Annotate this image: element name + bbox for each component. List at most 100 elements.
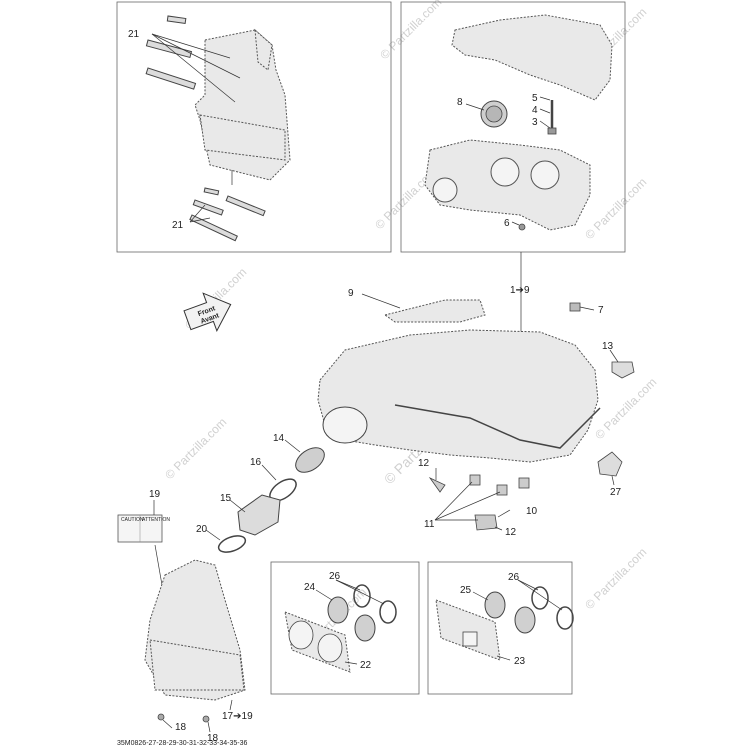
decal-label: CAUTION ATTENTION 19 <box>117 489 170 586</box>
drawing-code: 35M0826-27-28-29-30-31-32-33-34-35-36 <box>117 740 247 747</box>
inset-bottom-middle: 24 26 22 <box>270 561 420 695</box>
callout-8: 8 <box>457 97 463 108</box>
clip <box>496 484 508 496</box>
front-arrow: Front Avant <box>183 292 232 333</box>
inset-frame <box>116 1 392 253</box>
screw <box>202 715 210 723</box>
leader-line <box>517 579 539 591</box>
watermark: © Partzilla.com <box>162 415 229 482</box>
leader-line <box>609 349 619 363</box>
intake-port <box>490 157 520 187</box>
plate-hole <box>462 631 478 647</box>
intake-port <box>530 160 560 190</box>
leader-line <box>361 293 401 309</box>
intake-opening <box>322 406 368 444</box>
callout-12: 12 <box>505 527 517 538</box>
callout-11: 11 <box>424 519 435 530</box>
leader-line <box>151 33 236 103</box>
inset-frame <box>400 1 626 253</box>
callout-26: 26 <box>329 571 341 582</box>
watermark: © Partzilla.com <box>582 175 649 242</box>
callout-27: 27 <box>610 487 622 498</box>
plate-hole <box>317 633 343 663</box>
o-ring <box>217 535 247 553</box>
airbox-lower-shell <box>199 114 286 161</box>
callout-17-to-19: 17➔19 <box>222 711 253 722</box>
leader-line <box>539 120 551 129</box>
leader-line <box>284 439 301 453</box>
clamp-ring <box>531 586 549 610</box>
callout-6: 6 <box>504 218 510 229</box>
callout-7: 7 <box>598 305 604 316</box>
bracket <box>611 361 635 379</box>
callout-12: 12 <box>418 458 430 469</box>
airbox-main-body <box>317 329 599 463</box>
rubber-boot <box>327 596 349 624</box>
foam-strip <box>192 199 224 216</box>
callout-18: 18 <box>175 722 187 733</box>
leader-line <box>434 481 473 521</box>
callout-19: 19 <box>149 489 161 500</box>
foam-strip <box>225 195 266 217</box>
spring <box>547 127 557 135</box>
rubber-boot <box>514 606 536 634</box>
watermark: © Partzilla.com <box>592 375 659 442</box>
leader-line <box>434 491 501 521</box>
drain-tube <box>394 404 601 449</box>
inset-frame <box>270 561 420 695</box>
main-airbox-assembly: 9 7 13 27 12 11 10 12 <box>317 288 635 538</box>
leader-line <box>151 33 241 79</box>
leader-line <box>511 221 520 226</box>
foam-strip <box>145 67 197 90</box>
watermark: © Partzilla.com <box>377 0 444 62</box>
clamp-ring <box>353 584 371 608</box>
leader-line <box>497 509 511 518</box>
leader-line <box>579 306 595 311</box>
callout-13: 13 <box>602 341 614 352</box>
decal-caution: CAUTION <box>121 517 144 523</box>
mounting-plate <box>435 599 501 661</box>
leader-line <box>151 33 231 59</box>
clip <box>428 476 446 493</box>
callout-14: 14 <box>273 433 285 444</box>
intake-adapter <box>237 494 281 536</box>
leader-line <box>465 103 485 111</box>
leader-line <box>162 719 173 729</box>
leader-line <box>154 544 163 586</box>
leader-line <box>207 721 211 733</box>
leader-line <box>189 217 211 223</box>
bottom-airbox: 18 18 17➔19 <box>144 559 253 744</box>
clamp-ring <box>556 606 574 630</box>
plate-hole <box>288 620 314 650</box>
callout-22: 22 <box>360 660 372 671</box>
leader-line <box>229 499 246 513</box>
silencer-base <box>149 639 245 691</box>
foam-strip <box>166 15 187 25</box>
callout-3: 3 <box>532 117 538 128</box>
leader-line <box>229 699 233 711</box>
leader-line <box>189 204 206 223</box>
foam-strip <box>145 39 193 59</box>
clamp-ring <box>379 600 397 624</box>
callout-23: 23 <box>514 656 526 667</box>
rubber-boot <box>354 614 376 642</box>
rubber-boot <box>484 591 506 619</box>
callout-21: 21 <box>172 220 184 231</box>
intake-cover <box>383 299 486 323</box>
callout-26: 26 <box>508 572 520 583</box>
leader-line <box>261 464 277 481</box>
clip <box>469 474 481 486</box>
callout-5: 5 <box>532 93 538 104</box>
inset-frame <box>427 561 573 695</box>
leader-line <box>611 475 615 486</box>
inset-top-left: 21 21 <box>116 1 392 253</box>
callout-18: 18 <box>207 733 219 744</box>
leader-line <box>344 661 358 665</box>
clip <box>474 514 498 531</box>
callout-20: 20 <box>196 524 208 535</box>
nut <box>518 223 526 231</box>
leader-line <box>517 579 563 611</box>
inset-bottom-right: 25 26 23 <box>427 561 574 695</box>
leader-line <box>335 579 385 605</box>
